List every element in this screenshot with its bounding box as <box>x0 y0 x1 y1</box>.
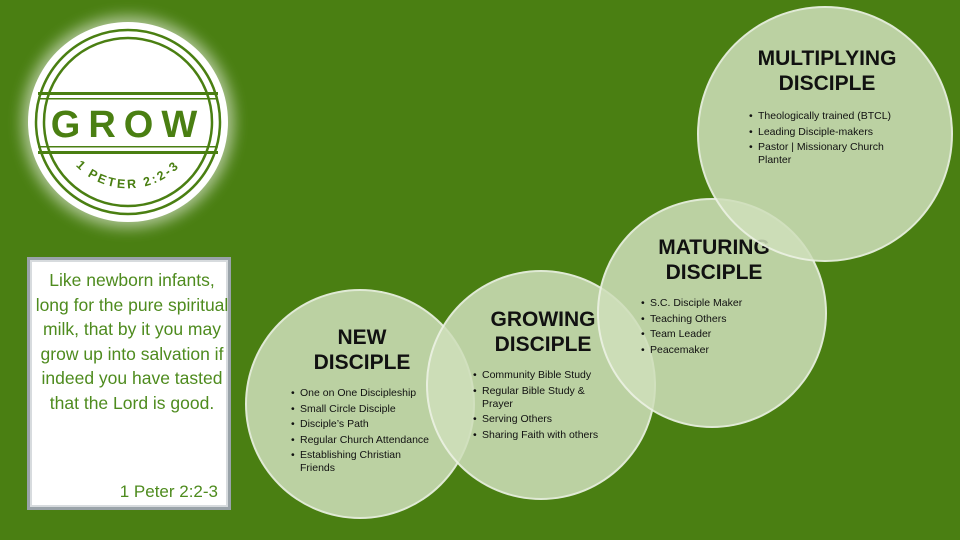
stage-title: MULTIPLYING DISCIPLE <box>757 47 897 95</box>
stage-items: S.C. Disciple MakerTeaching OthersTeam L… <box>641 297 781 359</box>
logo-reference: 1 PETER 2:2-3 <box>73 158 182 192</box>
stage-item: Sharing Faith with others <box>473 429 613 442</box>
stage-item: Serving Others <box>473 413 613 426</box>
stage-item: Theologically trained (BTCL) <box>749 110 909 123</box>
stage-items: Community Bible StudyRegular Bible Study… <box>473 369 613 444</box>
verse-reference: 1 Peter 2:2-3 <box>119 482 218 501</box>
verse-text: Like newborn infants, long for the pure … <box>35 270 229 413</box>
stage-maturing-disciple: MATURING DISCIPLE S.C. Disciple MakerTea… <box>597 198 827 428</box>
stage-item: Regular Church Attendance <box>291 434 431 447</box>
stage-item: Pastor | Missionary Church Planter <box>749 141 909 167</box>
stage-items: One on One DiscipleshipSmall Circle Disc… <box>291 387 431 478</box>
stage-item: Teaching Others <box>641 313 781 326</box>
stage-item: One on One Discipleship <box>291 387 431 400</box>
stage-item: Peacemaker <box>641 344 781 357</box>
stage-title: GROWING DISCIPLE <box>490 308 596 356</box>
grow-logo-graphic: GROW 1 PETER 2:2-3 <box>34 28 222 216</box>
grow-logo: GROW 1 PETER 2:2-3 <box>28 22 228 222</box>
stage-item: Disciple’s Path <box>291 418 431 431</box>
stage-title: NEW DISCIPLE <box>313 326 411 374</box>
stage-item: Establishing Christian Friends <box>291 449 431 475</box>
stage-item: Leading Disciple-makers <box>749 126 909 139</box>
verse-box: Like newborn infants, long for the pure … <box>27 257 231 510</box>
stage-item: Regular Bible Study & Prayer <box>473 385 613 411</box>
stage-item: Community Bible Study <box>473 369 613 382</box>
stage-items: Theologically trained (BTCL) Leading Disc… <box>749 110 909 170</box>
logo-word: GROW <box>51 104 205 146</box>
stage-title: MATURING DISCIPLE <box>658 236 770 284</box>
stage-multiplying-disciple: MULTIPLYING DISCIPLE Theologically train… <box>697 6 953 262</box>
stage-item: S.C. Disciple Maker <box>641 297 781 310</box>
stage-item: Small Circle Disciple <box>291 403 431 416</box>
stage-item: Team Leader <box>641 328 781 341</box>
